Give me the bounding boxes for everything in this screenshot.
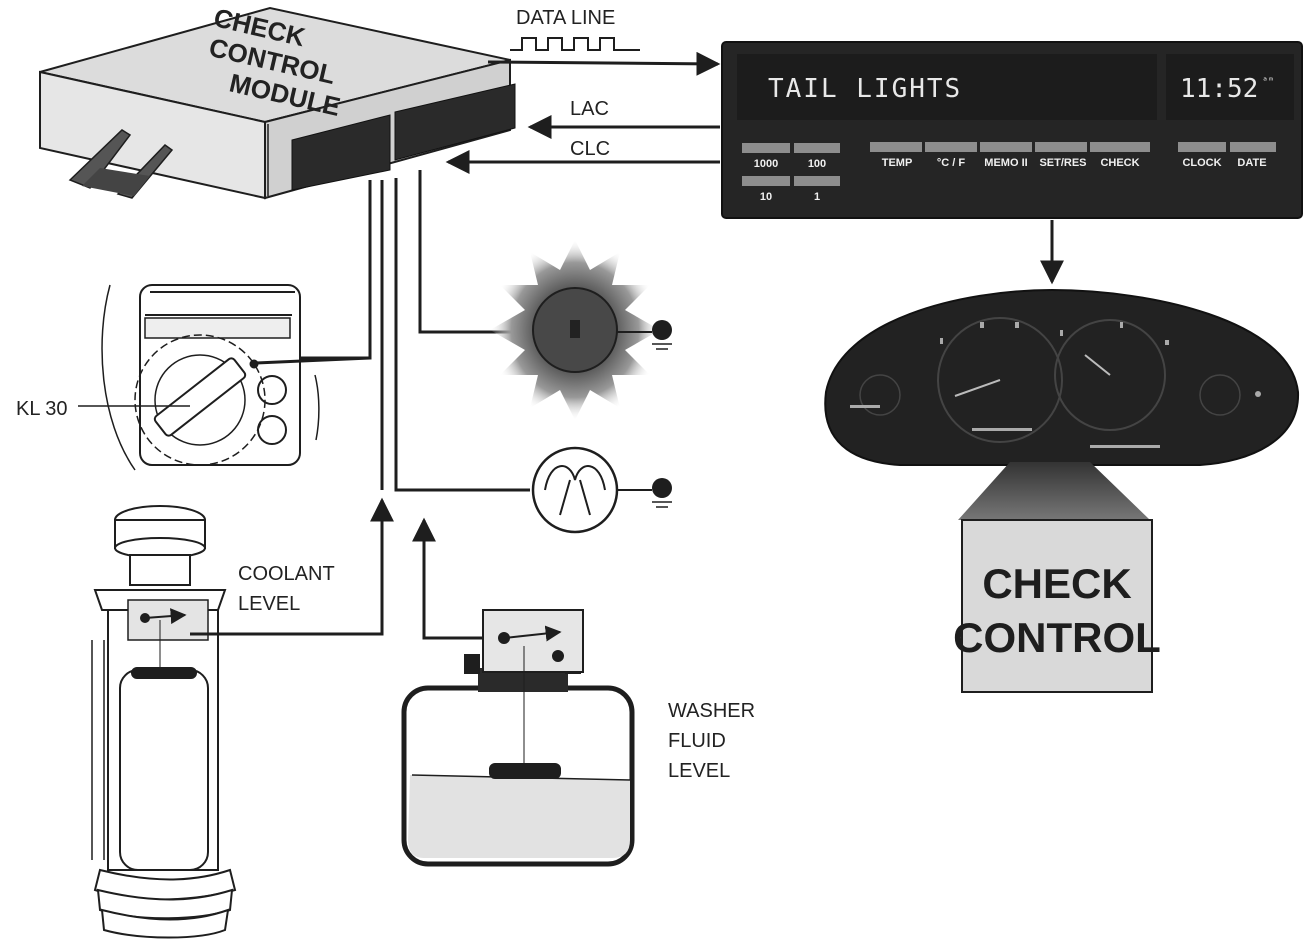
indicator-funnel <box>958 462 1150 520</box>
washer-label-line-2: FLUID <box>668 730 726 752</box>
washer-fluid-reservoir <box>401 609 635 867</box>
button-clock-label: CLOCK <box>1182 157 1221 169</box>
button-100[interactable] <box>794 143 840 153</box>
fuel-gauge-icon <box>859 374 901 416</box>
display-number-buttons: 1000 100 10 1 <box>742 143 840 203</box>
button-1-label: 1 <box>814 191 820 203</box>
button-clock[interactable] <box>1178 142 1226 152</box>
ground-icon <box>652 320 672 340</box>
coolant-reservoir <box>91 505 237 939</box>
instrument-cluster <box>824 288 1300 466</box>
button-10[interactable] <box>742 176 790 186</box>
indicator-label-line-2: CONTROL <box>953 614 1161 661</box>
display-time-buttons: CLOCK DATE <box>1178 142 1276 169</box>
data-line-signal: DATA LINE <box>487 7 721 76</box>
coolant-label-line-1: COOLANT <box>238 563 335 585</box>
display-message: TAIL LIGHTS <box>768 74 962 104</box>
display-clock: 11:52 <box>1180 74 1258 104</box>
button-unit[interactable] <box>925 142 977 152</box>
ignition-switch <box>78 284 371 471</box>
button-date-label: DATE <box>1237 157 1266 169</box>
ground-icon <box>652 478 672 498</box>
button-1000-label: 1000 <box>754 158 778 170</box>
washer-label-line-1: WASHER <box>668 700 755 722</box>
tail-light-bulb-lit <box>490 240 672 420</box>
button-check-label: CHECK <box>1100 157 1139 169</box>
speedometer-icon <box>937 317 1063 443</box>
data-line-label: DATA LINE <box>516 7 615 29</box>
button-100-label: 100 <box>808 158 826 170</box>
display-clock-suffix-icon: ᵃᵐ <box>1262 76 1274 87</box>
button-memo-label: MEMO II <box>984 157 1027 169</box>
tachometer-icon <box>1054 319 1166 431</box>
button-memo[interactable] <box>980 142 1032 152</box>
check-control-indicator: CHECK CONTROL <box>953 519 1161 693</box>
lac-label: LAC <box>570 98 609 120</box>
kl30-label: KL 30 <box>16 398 68 420</box>
button-check[interactable] <box>1090 142 1150 152</box>
coolant-signal-arrow <box>190 497 394 636</box>
temp-gauge-icon <box>1199 374 1241 416</box>
display-function-buttons: TEMP °C / F MEMO II SET/RES CHECK <box>870 142 1150 169</box>
button-date[interactable] <box>1230 142 1276 152</box>
button-temp-label: TEMP <box>882 157 913 169</box>
washer-signal-arrow <box>412 517 483 640</box>
button-unit-label: °C / F <box>937 157 966 169</box>
check-control-display: TAIL LIGHTS 11:52 ᵃᵐ 1000 100 10 1 TEMP … <box>721 41 1303 219</box>
button-10-label: 10 <box>760 191 772 203</box>
button-1000[interactable] <box>742 143 790 153</box>
coolant-label-line-2: LEVEL <box>238 593 300 615</box>
button-set-res[interactable] <box>1035 142 1087 152</box>
check-control-module: CHECK CONTROL MODULE <box>39 2 516 200</box>
indicator-label-line-1: CHECK <box>982 560 1131 607</box>
button-set-res-label: SET/RES <box>1039 157 1086 169</box>
lac-signal: LAC <box>527 98 720 139</box>
washer-label-line-3: LEVEL <box>668 760 730 782</box>
lamp-bulb <box>531 446 672 534</box>
clc-signal: CLC <box>445 138 720 174</box>
clc-label: CLC <box>570 138 610 160</box>
button-temp[interactable] <box>870 142 922 152</box>
button-1[interactable] <box>794 176 840 186</box>
